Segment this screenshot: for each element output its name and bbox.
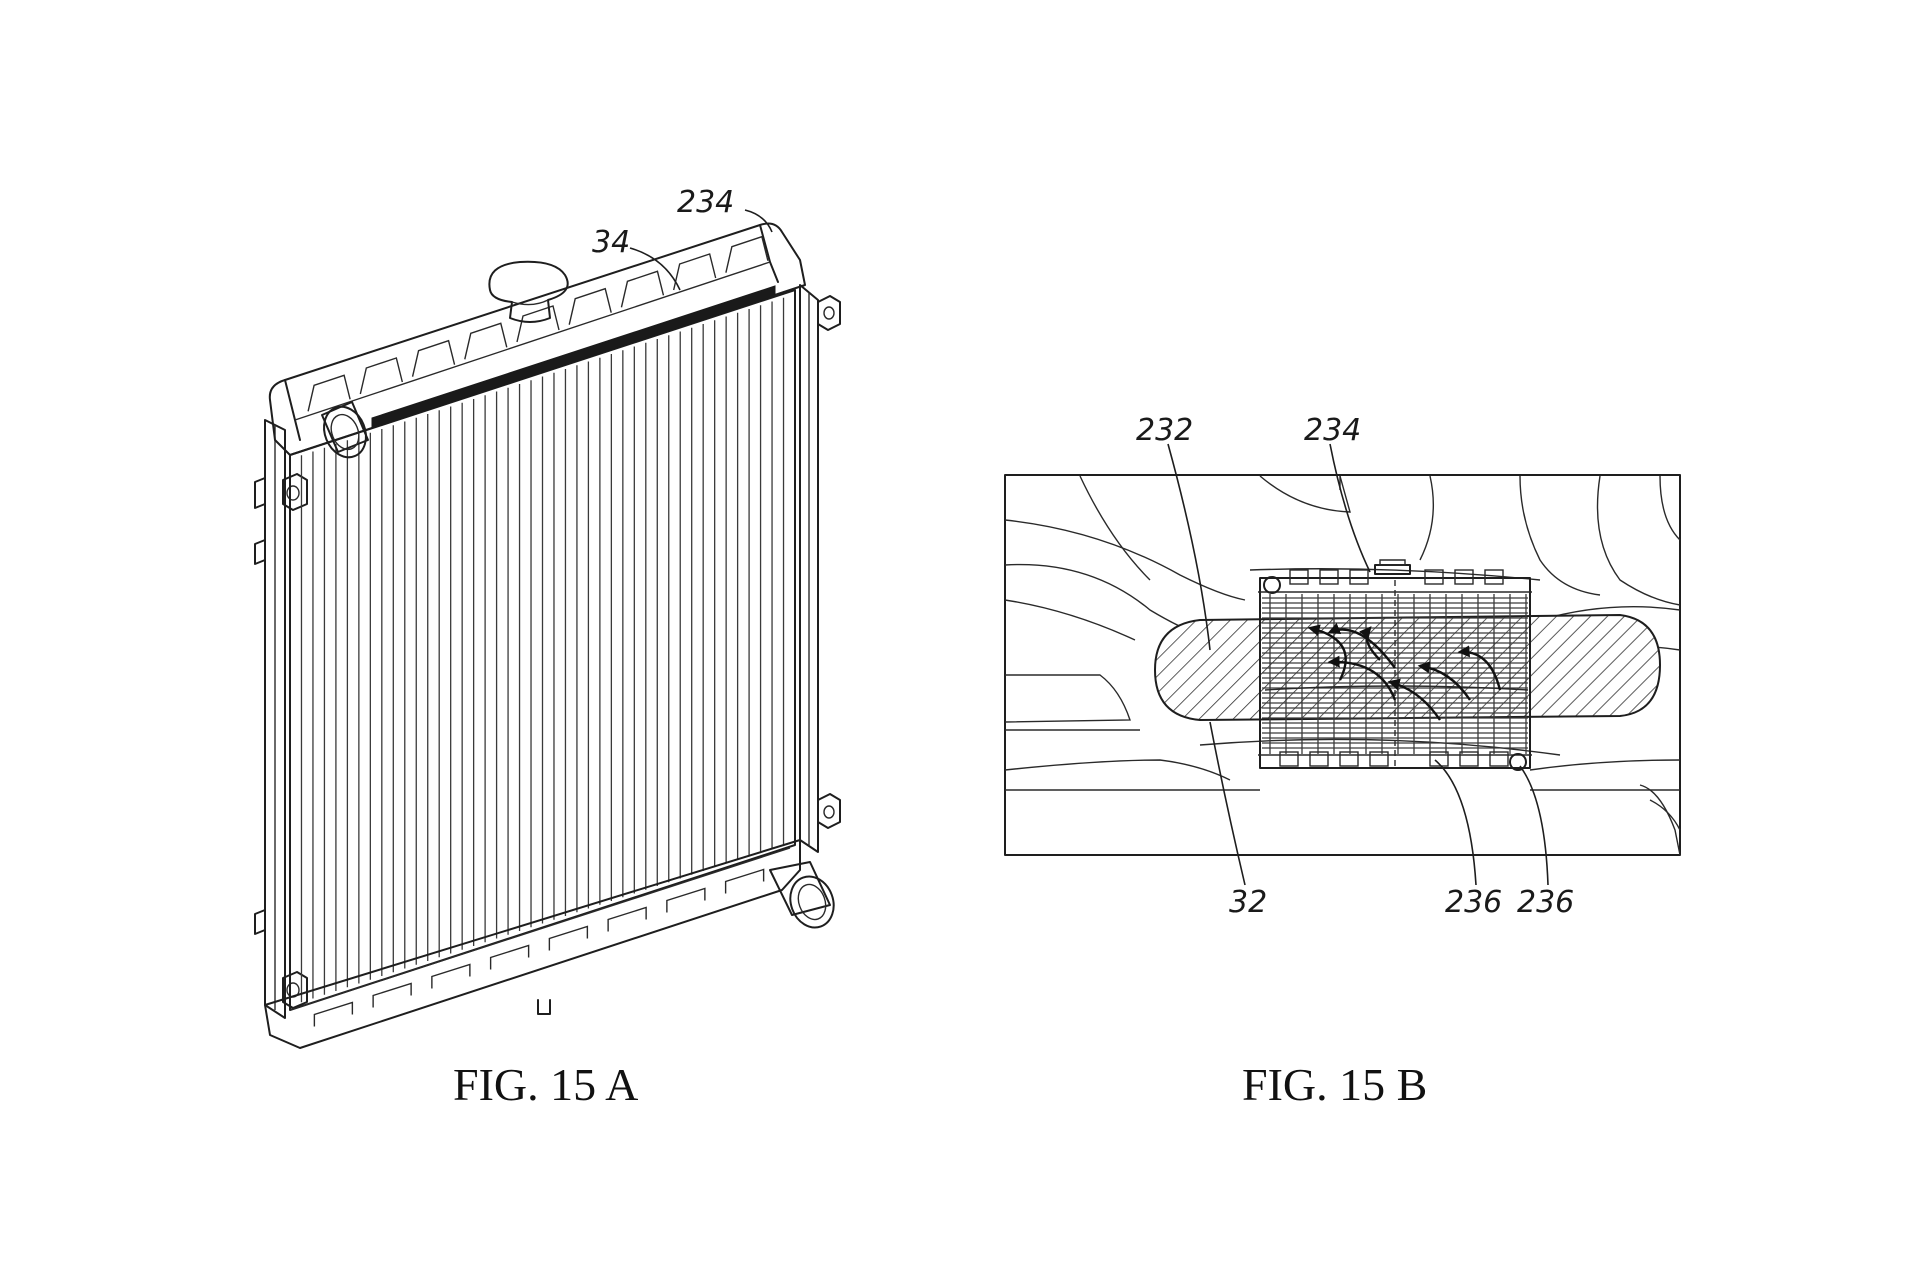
bottom-tab (1309, 751, 1329, 767)
bottom-slot (724, 868, 765, 894)
tank-rib (516, 305, 560, 343)
seal-strip (371, 285, 776, 429)
tank-rib (359, 357, 404, 395)
ref-label-234: 234 (677, 185, 734, 220)
top-tab (1454, 569, 1474, 585)
outlet-pipe (769, 861, 835, 929)
bottom-slot (548, 925, 589, 951)
leader-236-right (1519, 765, 1549, 886)
bottom-tank-slots (313, 868, 765, 1027)
top-tab (1319, 569, 1339, 585)
leader-236-left (1434, 759, 1477, 886)
bottom-tab (1369, 751, 1389, 767)
fig-15a-caption: FIG. 15 A (453, 1059, 638, 1110)
tank-rib (725, 235, 769, 273)
fig-15a-radiator: 234 34 FIG. 15 A (254, 185, 841, 1110)
bottom-tab (1459, 751, 1479, 767)
bottom-slot (431, 963, 471, 989)
bottom-tab (1339, 751, 1359, 767)
leader-32 (1209, 721, 1246, 886)
top-tab (1289, 569, 1309, 585)
bottom-slot (489, 944, 530, 970)
leader-234-b (1329, 443, 1371, 573)
bottom-slot (607, 906, 647, 932)
bottom-tab (1489, 751, 1509, 767)
tank-rib (620, 270, 665, 308)
ref-label-232: 232 (1136, 413, 1193, 448)
ref-label-236-right: 236 (1517, 885, 1574, 920)
fig-15b-vehicle-view: 232 234 32 236 236 FIG. 15 B (1004, 413, 1681, 1110)
bottom-tab (1279, 751, 1299, 767)
top-tab (1349, 569, 1369, 585)
top-header-tank (268, 222, 806, 456)
filler-cap (488, 260, 569, 323)
bottom-header-tank (264, 839, 801, 1049)
top-tab (1424, 569, 1444, 585)
top-tab (1484, 569, 1504, 585)
ref-label-234-b: 234 (1304, 413, 1361, 448)
tank-rib (568, 287, 612, 325)
airflow-arrows (1307, 622, 1502, 721)
core-tubes (300, 297, 785, 1003)
radiator-bottom-tabs (1279, 751, 1509, 767)
radiator-top-tabs (1289, 569, 1504, 585)
ref-label-32: 32 (1229, 885, 1267, 920)
tank-ribs (307, 235, 769, 412)
tank-rib (411, 339, 456, 377)
fig-15b-caption: FIG. 15 B (1242, 1059, 1427, 1110)
leader-232 (1167, 443, 1211, 651)
bottom-slot (313, 1001, 354, 1027)
ref-label-236-left: 236 (1445, 885, 1502, 920)
bottom-slot (666, 887, 706, 913)
ref-label-34: 34 (592, 225, 630, 260)
tank-rib (464, 322, 508, 360)
bottom-slot (372, 982, 412, 1008)
right-side-frame (799, 284, 841, 853)
bottom-tab (1429, 751, 1449, 767)
left-side-frame (254, 419, 308, 1019)
inlet-pipe (321, 401, 369, 459)
tank-rib (672, 253, 717, 291)
leader-234-a (744, 209, 773, 233)
view-frame (1004, 474, 1681, 856)
tank-rib (307, 374, 351, 412)
leader-34-a (629, 247, 681, 291)
